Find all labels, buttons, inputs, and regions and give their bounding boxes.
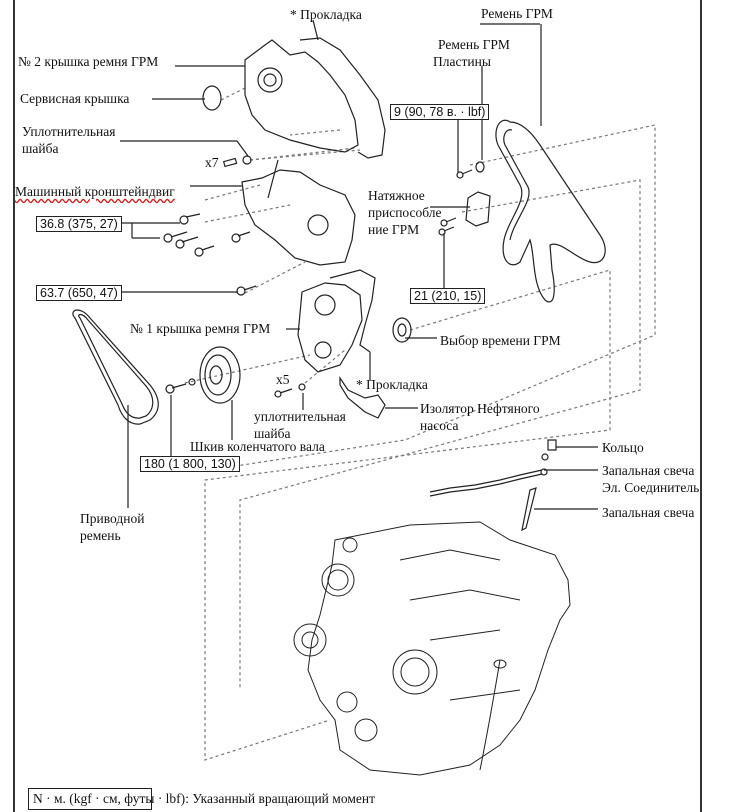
oil-pump-insulator-shape [339, 376, 386, 419]
label-glow-connector-1: Запальная свеча [602, 463, 695, 478]
label-seal-washer-mid-2: шайба [254, 426, 291, 441]
page-border-right [700, 0, 702, 812]
bolt-x5-shape [274, 383, 306, 398]
glow-assembly-shape [429, 439, 557, 532]
label-service-cover: Сервисная крышка [20, 91, 130, 106]
legend-description: : Указанный вращающий момент [185, 791, 375, 806]
label-drive-belt-2: ремень [80, 528, 121, 543]
label-crank-pulley: Шкив коленчатого вала [190, 439, 325, 454]
gasket-top-shape [299, 37, 386, 159]
label-ring: Кольцо [602, 440, 644, 455]
label-seal-washer-top-1: Уплотнительная [22, 124, 116, 139]
cover-no2-shape [244, 39, 359, 153]
torque-crank-bolt: 180 (1 800, 130) [140, 456, 240, 472]
label-timing-pulley: Выбор времени ГРМ [440, 333, 561, 348]
label-qty-x5: x5 [276, 372, 290, 387]
label-tensioner-3: ние ГРМ [368, 222, 420, 237]
label-gasket-mid: * Прокладка [356, 377, 428, 392]
label-gasket-top: * Прокладка [290, 7, 362, 22]
label-drive-belt-1: Приводной [80, 511, 145, 526]
gasket-mid-shape [329, 269, 376, 353]
label-glow-plug: Запальная свеча [602, 505, 695, 520]
assembly-guides [184, 87, 656, 761]
torque-bracket-bolts: 36.8 (375, 27) [36, 216, 122, 232]
service-cover-shape [202, 85, 222, 111]
label-seal-washer-mid-1: уплотнительная [254, 409, 346, 424]
leader-lines [114, 19, 598, 510]
engine-block-shape [293, 521, 571, 776]
label-belt-plate-2: Пластины [433, 54, 491, 69]
torque-bolt-plate: 9 (90, 78 в. · lbf) [390, 104, 490, 120]
legend-torque: N · м. (kgf · см, футы · lbf): Указанный… [33, 791, 375, 807]
label-engine-bracket-text: Машинный кронштейндвиг [15, 184, 175, 199]
label-oil-pump-insulator-2: насоса [420, 418, 459, 433]
torque-tensioner-bolts: 21 (210, 15) [410, 288, 486, 304]
label-qty-x7: x7 [205, 155, 219, 170]
bolt-x7-shape [222, 155, 252, 168]
timing-belt-shape [495, 119, 606, 303]
label-timing-belt: Ремень ГРМ [481, 6, 553, 21]
label-cover-no1: № 1 крышка ремня ГРМ [130, 321, 271, 336]
legend-units: N · м. (kgf · см, футы · lbf) [33, 791, 186, 806]
label-tensioner-2: приспособле [368, 205, 442, 220]
belt-plate-shape [456, 161, 485, 179]
label-belt-plate-1: Ремень ГРМ [438, 37, 510, 52]
drive-belt-inner [78, 313, 154, 419]
label-cover-no2: № 2 крышка ремня ГРМ [18, 54, 159, 69]
label-engine-bracket: Машинный кронштейндвиг [15, 184, 175, 200]
torque-bolt-63: 63.7 (650, 47) [36, 285, 122, 301]
label-tensioner-1: Натяжное [368, 188, 425, 203]
tensioner-shape [438, 191, 491, 236]
crank-pulley-shape [165, 346, 241, 404]
label-seal-washer-top-2: шайба [22, 141, 59, 156]
engine-bracket-shape [241, 159, 356, 266]
bolts-36-8-shape [163, 213, 251, 257]
label-oil-pump-insulator-1: Изолятор Нефтяного [420, 401, 540, 416]
cover-no1-shape [297, 282, 363, 373]
timing-pulley-shape [392, 317, 412, 343]
legend-unit-box [28, 788, 152, 810]
bolt-63-7-shape [236, 285, 257, 296]
label-glow-connector-2: Эл. Соединитель [602, 480, 700, 495]
drive-belt-shape [72, 309, 159, 425]
page-border-left [13, 0, 15, 812]
